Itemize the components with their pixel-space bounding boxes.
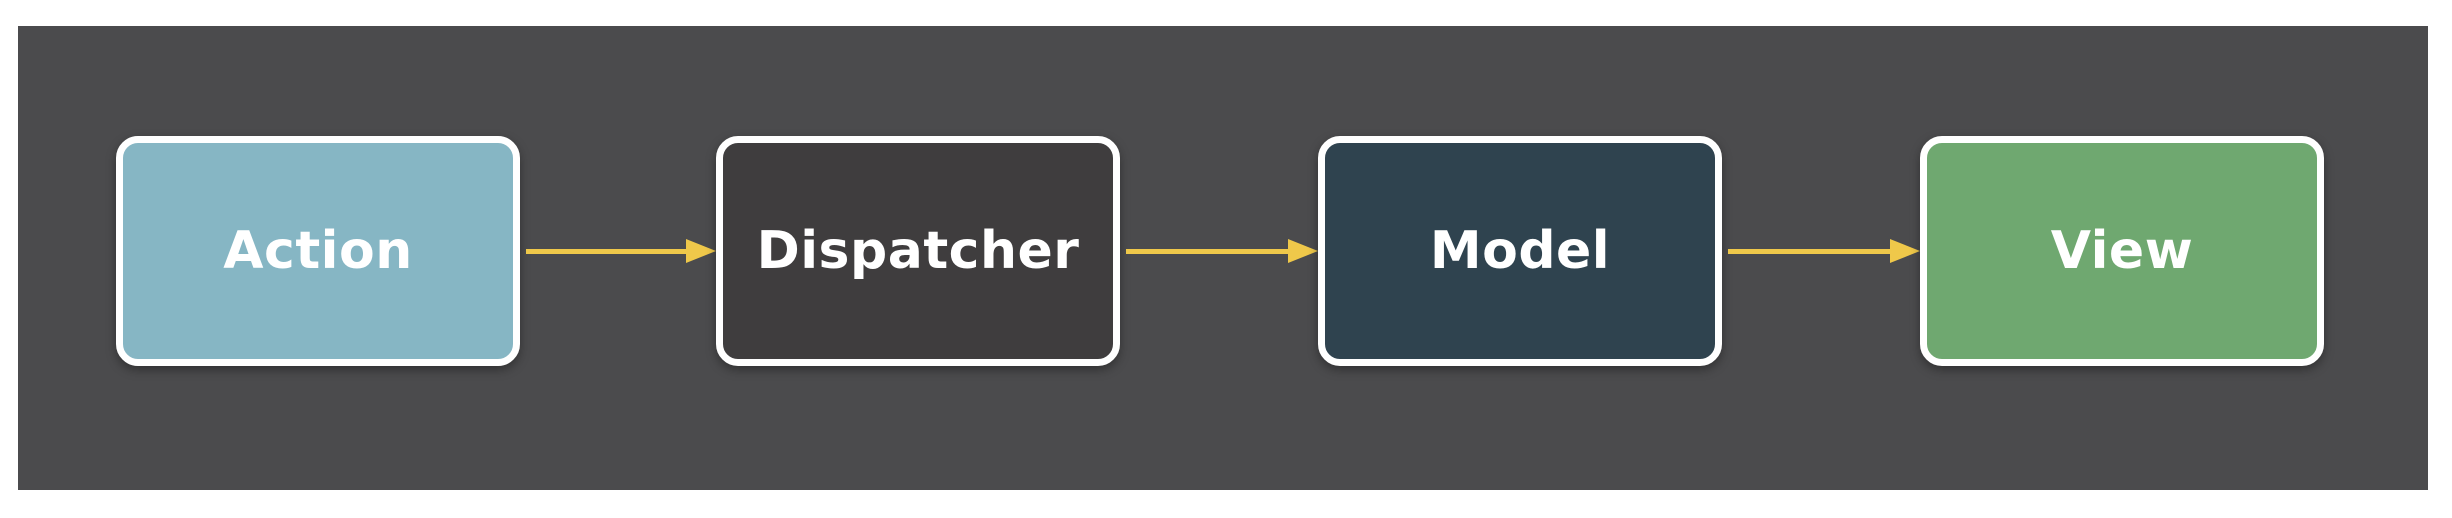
diagram-canvas: Action Dispatcher Model View — [18, 26, 2428, 490]
arrow-shaft — [526, 249, 688, 254]
arrow-shaft — [1728, 249, 1892, 254]
action-node: Action — [116, 136, 520, 366]
arrow-shaft — [1126, 249, 1290, 254]
view-node-label: View — [2050, 221, 2194, 281]
view-node: View — [1920, 136, 2324, 366]
model-node-label: Model — [1429, 221, 1611, 281]
arrow-head-icon — [686, 239, 716, 263]
action-node-label: Action — [223, 221, 413, 281]
arrow-action-to-dispatcher — [526, 239, 716, 263]
arrow-head-icon — [1288, 239, 1318, 263]
arrow-dispatcher-to-model — [1126, 239, 1318, 263]
dispatcher-node-label: Dispatcher — [756, 221, 1080, 281]
dispatcher-node: Dispatcher — [716, 136, 1120, 366]
arrow-model-to-view — [1728, 239, 1920, 263]
arrow-head-icon — [1890, 239, 1920, 263]
model-node: Model — [1318, 136, 1722, 366]
